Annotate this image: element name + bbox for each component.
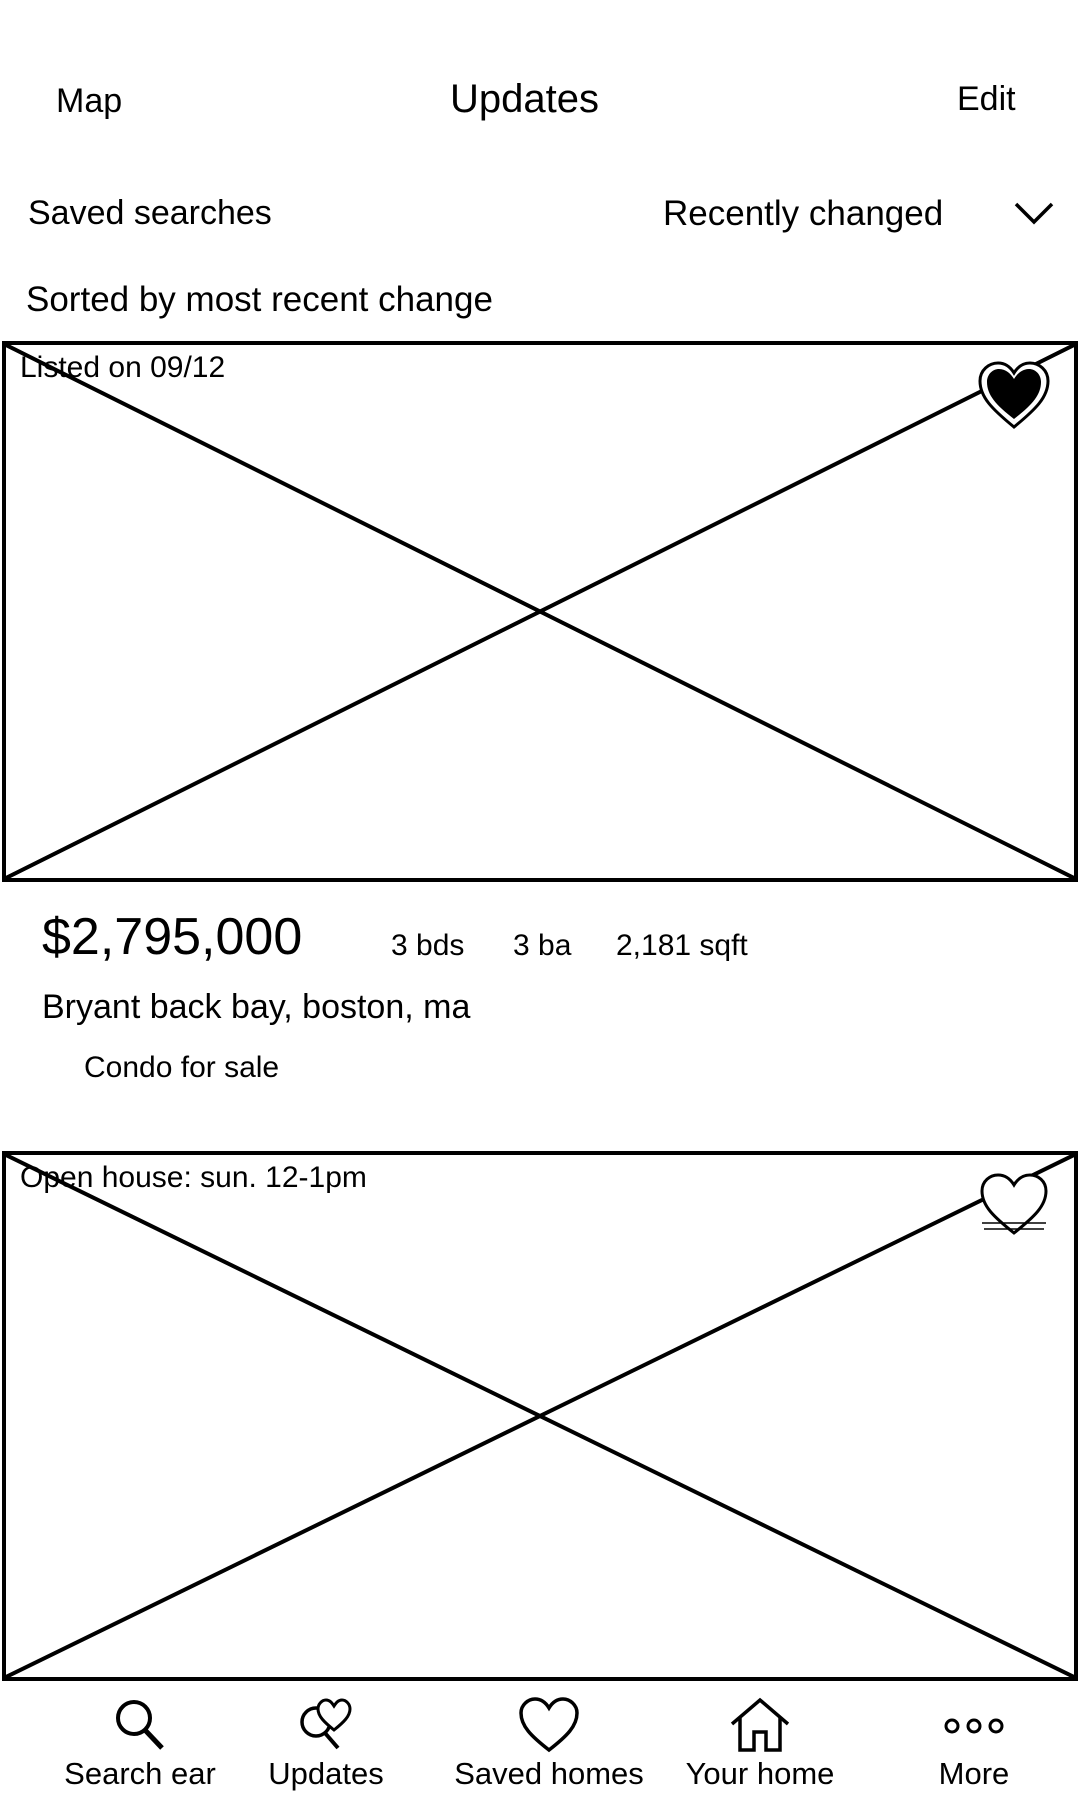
listing-beds: 3 bds bbox=[391, 929, 465, 962]
heart-filled-icon[interactable] bbox=[976, 361, 1052, 431]
listing-sqft: 2,181 sqft bbox=[616, 929, 748, 962]
nav-label: Search ear bbox=[64, 1756, 216, 1791]
chevron-down-icon[interactable] bbox=[1012, 200, 1056, 228]
search-icon bbox=[116, 1700, 164, 1750]
saved-searches-tab[interactable]: Saved searches bbox=[28, 194, 272, 232]
more-icon bbox=[944, 1718, 1004, 1734]
image-placeholder-icon bbox=[6, 1155, 1074, 1677]
listing-status-badge: Listed on 09/12 bbox=[20, 351, 226, 384]
edit-button[interactable]: Edit bbox=[957, 80, 1016, 118]
open-house-badge: Open house: sun. 12-1pm bbox=[20, 1161, 367, 1194]
listing-address[interactable]: Bryant back bay, boston, ma bbox=[42, 988, 471, 1026]
nav-label: Your home bbox=[685, 1756, 835, 1791]
heart-outline-icon[interactable] bbox=[976, 1171, 1052, 1241]
sort-description: Sorted by most recent change bbox=[26, 280, 493, 319]
nav-your-home[interactable]: Your home bbox=[660, 1696, 860, 1800]
sort-select[interactable]: Recently changed bbox=[663, 194, 944, 233]
image-placeholder-icon bbox=[6, 345, 1074, 878]
updates-icon bbox=[300, 1698, 352, 1750]
page-title: Updates bbox=[450, 77, 599, 121]
nav-saved-homes[interactable]: Saved homes bbox=[449, 1696, 649, 1800]
nav-label: Updates bbox=[268, 1756, 384, 1791]
listing-image[interactable]: Open house: sun. 12-1pm bbox=[2, 1151, 1078, 1681]
home-icon bbox=[730, 1697, 790, 1752]
nav-label: Saved homes bbox=[454, 1756, 644, 1791]
map-button[interactable]: Map bbox=[56, 82, 123, 120]
listing-image[interactable]: Listed on 09/12 bbox=[2, 341, 1078, 882]
listing-type: Condo for sale bbox=[84, 1051, 280, 1084]
listing-baths: 3 ba bbox=[513, 929, 572, 962]
nav-label: More bbox=[938, 1756, 1010, 1791]
nav-more[interactable]: More bbox=[874, 1696, 1074, 1800]
nav-updates[interactable]: Updates bbox=[226, 1696, 426, 1800]
heart-icon bbox=[519, 1697, 579, 1753]
nav-search[interactable]: Search ear bbox=[40, 1696, 240, 1800]
listing-price: $2,795,000 bbox=[42, 908, 303, 966]
